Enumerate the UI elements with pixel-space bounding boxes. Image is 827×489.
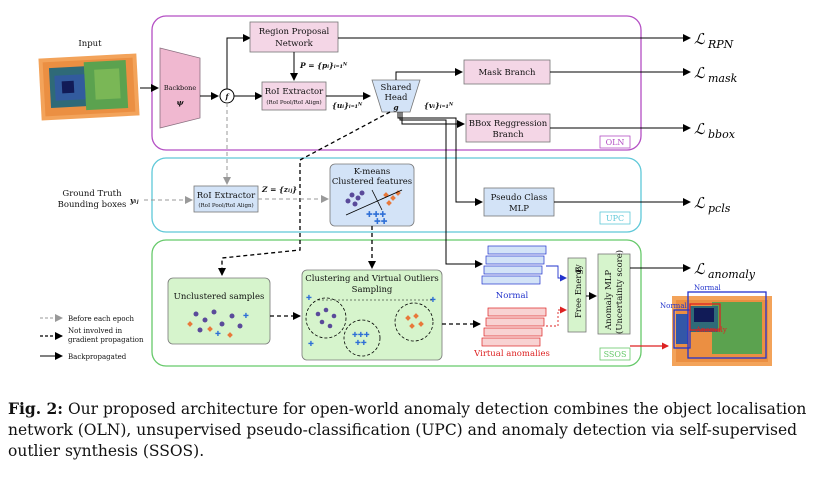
svg-text:ℒ: ℒ (694, 194, 706, 212)
loss-rpn: ℒ RPN (694, 30, 734, 51)
loss-anomaly: ℒ anomaly (694, 260, 756, 281)
backbone-block: Backbone ψ (159, 47, 201, 129)
svg-text:✚✚✚: ✚✚✚ (366, 210, 386, 219)
kmeans-scatter: ✚✚✚ ✚✚ (345, 189, 403, 226)
gt-line1: Ground Truth (62, 189, 122, 199)
output-anomaly: Anomaly (695, 326, 727, 334)
bbox-line2: Branch (492, 130, 524, 140)
ssos-container (151, 239, 642, 367)
svg-text:ℒ: ℒ (694, 120, 706, 138)
roi-label: RoI Extractor (265, 87, 324, 97)
pseudo-class-mlp-box: Pseudo Class MLP (483, 187, 555, 217)
gt-line2: Bounding boxes (58, 200, 127, 210)
kmeans-line2: Clustered features (332, 177, 412, 187)
oln-tag: OLN (606, 138, 625, 147)
legend-not-involved-2: gradient propagation (68, 336, 144, 344)
svg-text:anomaly: anomaly (708, 268, 756, 281)
legend: Before each epoch Not involved in gradie… (40, 314, 144, 361)
normal-label: Normal (496, 291, 529, 301)
rpn-line1: Region Proposal (259, 27, 330, 37)
svg-text:✚: ✚ (308, 340, 314, 348)
loss-mask: ℒ mask (694, 64, 738, 85)
svg-text:pcls: pcls (708, 202, 731, 215)
caption-text: Our proposed architecture for open-world… (8, 400, 807, 460)
ssos-tag: SSOS (604, 350, 627, 359)
rpn-line2: Network (275, 39, 313, 49)
roi-sub: (RoI Pool/RoI Align) (266, 99, 321, 106)
architecture-diagram: Input Backbone ψ f Region Proposal Netwo… (38, 15, 772, 367)
roi-extractor-box: RoI Extractor (RoI Pool/RoI Align) (261, 81, 327, 111)
mask-branch-box: Mask Branch (463, 59, 551, 85)
gt-math: yᵢⱼ (129, 196, 139, 205)
svg-text:✚✚: ✚✚ (374, 217, 388, 226)
bbox-branch-box: BBox Reggression Branch (465, 113, 551, 143)
backbone-label: Backbone (164, 84, 196, 92)
shared-line2: Head (385, 93, 409, 103)
normal-feature-stack: Normal (481, 245, 547, 301)
svg-text:✚: ✚ (306, 294, 312, 302)
shared-line1: Shared (381, 83, 412, 93)
caption-fig-label: Fig. 2: (8, 399, 64, 418)
pcls-line1: Pseudo Class (491, 193, 548, 203)
svg-text:✚: ✚ (215, 330, 221, 338)
virtual-anomaly-stack: Virtual anomalies (473, 307, 550, 359)
free-energy-box: Free Energy E (567, 257, 587, 333)
roi-extractor-2-box: RoI Extractor (RoI Pool/RoI Align) (193, 185, 259, 213)
unclustered-label: Unclustered samples (174, 292, 265, 302)
svg-text:✚✚: ✚✚ (355, 339, 367, 347)
output-xray-image: Normal Normal Anomaly (660, 284, 772, 366)
pcls-line2: MLP (509, 204, 529, 214)
oln-container (151, 15, 642, 151)
svg-text:✚: ✚ (243, 312, 249, 320)
unclustered-samples-box: Unclustered samples ✚ ✚ (167, 277, 271, 345)
shared-symbol: g (393, 103, 398, 112)
output-normal-2: Normal (694, 284, 721, 292)
svg-text:ℒ: ℒ (694, 64, 706, 82)
loss-pcls: ℒ pcls (694, 194, 731, 215)
anomaly-mlp-box: Anomaly MLP (Uncertainty score) (597, 250, 631, 335)
input-xray-image: Input (38, 39, 140, 121)
free-energy-label: Free Energy (574, 264, 584, 318)
kmeans-line1: K-means (354, 167, 391, 177)
bbox-line1: BBox Reggression (469, 119, 548, 129)
upc-tag: UPC (606, 214, 624, 223)
svg-text:ℒ: ℒ (694, 30, 706, 48)
cvo-box: Clustering and Virtual Outliers Sampling… (301, 269, 443, 361)
legend-backprop: Backpropagated (68, 353, 127, 361)
svg-text:mask: mask (708, 72, 738, 85)
anomaly-mlp-line2: (Uncertainty score) (614, 250, 625, 334)
loss-bbox: ℒ bbox (694, 120, 736, 141)
legend-before-epoch: Before each epoch (68, 315, 135, 323)
cvo-line1: Clustering and Virtual Outliers (305, 274, 439, 284)
rpn-box: Region Proposal Network (249, 21, 339, 53)
v-math: {vᵢ}ᵢ₌₁ᴺ (424, 101, 454, 110)
proposals-math: P = {pᵢ}ᵢ₌₁ᴺ (299, 61, 348, 70)
anomaly-mlp-line1: Anomaly MLP (604, 270, 614, 331)
svg-text:bbox: bbox (708, 128, 736, 141)
cvo-line2: Sampling (352, 285, 393, 295)
output-normal-1: Normal (660, 302, 687, 310)
roi2-sub: (RoI Pool/RoI Align) (198, 202, 253, 209)
figure-caption: Fig. 2: Our proposed architecture for op… (8, 398, 820, 462)
svg-text:RPN: RPN (707, 38, 734, 51)
free-energy-symbol: E (574, 267, 583, 274)
shared-head-block: Shared Head g (371, 79, 421, 113)
u-math: {uᵢ}ᵢ₌₁ᴺ (332, 101, 363, 110)
svg-text:✚✚✚: ✚✚✚ (352, 331, 370, 339)
svg-text:✚: ✚ (430, 296, 436, 304)
input-label: Input (78, 39, 102, 49)
roi2-label: RoI Extractor (197, 191, 256, 201)
z-math: Z = {zᵢⱼ} (261, 185, 297, 194)
backbone-symbol: ψ (176, 98, 184, 107)
svg-text:ℒ: ℒ (694, 260, 706, 278)
upc-container (151, 157, 642, 233)
legend-not-involved: Not involved in (68, 327, 123, 335)
feature-symbol: f (224, 92, 230, 101)
virtual-label: Virtual anomalies (473, 349, 550, 359)
kmeans-box: K-means Clustered features ✚✚✚ ✚✚ (329, 163, 415, 227)
mask-label: Mask Branch (478, 68, 536, 78)
